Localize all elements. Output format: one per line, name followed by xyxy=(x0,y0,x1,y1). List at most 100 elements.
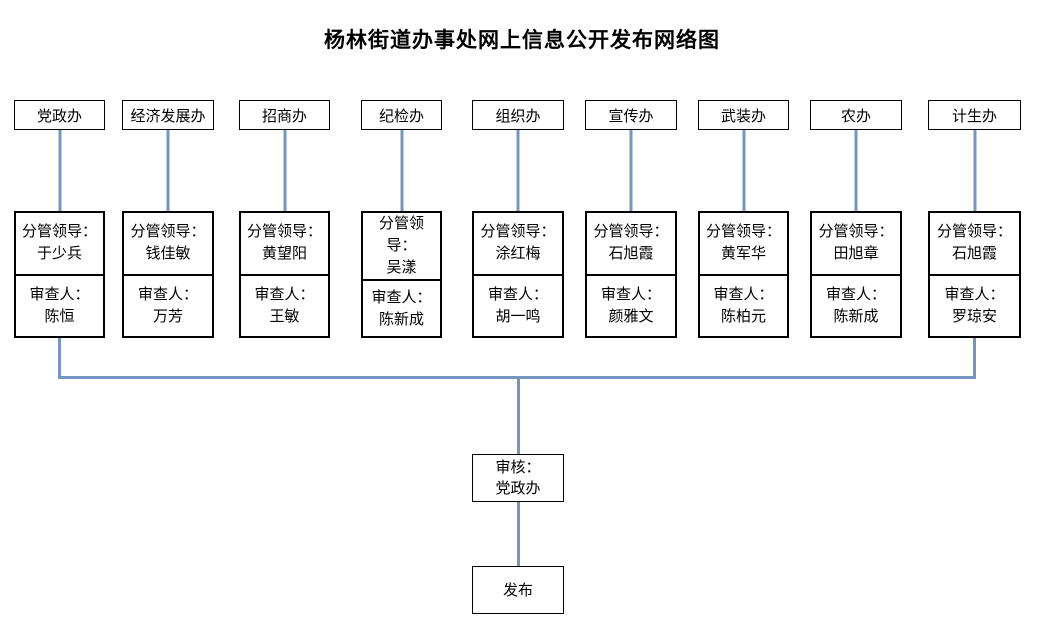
reviewer-name: 陈新成 xyxy=(833,307,879,325)
leader-reviewer-box: 分管领导： 于少兵 审查人： 陈恒 xyxy=(14,211,105,338)
leader-name: 石旭霞 xyxy=(608,245,654,263)
department-box: 宣传办 xyxy=(585,100,677,130)
department-column: 农办 分管领导： 田旭章 审查人： 陈新成 xyxy=(810,100,902,338)
department-box: 组织办 xyxy=(472,100,564,130)
reviewer-label: 审查人： xyxy=(254,285,315,303)
leader-reviewer-box: 分管领导： 钱佳敏 审查人： 万芳 xyxy=(122,211,214,338)
leader-cell: 分管领导： 于少兵 xyxy=(16,213,103,276)
connector-line xyxy=(742,130,745,211)
department-name: 纪检办 xyxy=(378,107,424,125)
connector-line xyxy=(58,130,61,211)
leader-label: 分管领导： xyxy=(21,223,97,241)
connector-line-publish-drop xyxy=(516,502,520,566)
reviewer-name: 颜雅文 xyxy=(608,307,654,325)
reviewer-cell: 审查人： 王敏 xyxy=(241,276,328,337)
connector-line-right-stub xyxy=(973,338,976,378)
reviewer-cell: 审查人： 陈新成 xyxy=(812,276,900,337)
reviewer-cell: 审查人： 胡一鸣 xyxy=(474,276,562,337)
review-box: 审核： 党政办 xyxy=(472,454,564,502)
department-name: 经济发展办 xyxy=(130,107,206,125)
connector-line xyxy=(854,130,858,211)
reviewer-name: 陈恒 xyxy=(44,307,75,325)
leader-label: 分管领导： xyxy=(378,215,424,254)
leader-cell: 分管领导： 涂红梅 xyxy=(474,213,562,276)
connector-line-left-stub xyxy=(58,338,61,378)
leader-cell: 分管领导： 吴漾 xyxy=(363,213,440,281)
leader-name: 石旭霞 xyxy=(951,245,997,263)
department-name: 宣传办 xyxy=(608,107,654,125)
review-label: 审核： xyxy=(495,459,541,476)
department-box: 经济发展办 xyxy=(122,100,214,130)
leader-name: 黄军华 xyxy=(720,245,766,263)
department-box: 党政办 xyxy=(14,100,105,130)
connector-line xyxy=(516,130,520,211)
leader-cell: 分管领导： 田旭章 xyxy=(812,213,900,276)
reviewer-name: 胡一鸣 xyxy=(495,307,541,325)
leader-reviewer-box: 分管领导： 石旭霞 审查人： 罗琼安 xyxy=(928,211,1021,338)
department-box: 计生办 xyxy=(928,100,1021,130)
leader-label: 分管领导： xyxy=(593,223,669,241)
publish-label: 发布 xyxy=(502,581,533,599)
reviewer-cell: 审查人： 陈恒 xyxy=(16,276,103,337)
reviewer-name: 罗琼安 xyxy=(951,307,997,325)
reviewer-label: 审查人： xyxy=(487,285,548,303)
connector-line xyxy=(400,130,403,211)
department-column: 经济发展办 分管领导： 钱佳敏 审查人： 万芳 xyxy=(122,100,214,338)
leader-name: 黄望阳 xyxy=(261,245,307,263)
leader-reviewer-box: 分管领导： 田旭章 审查人： 陈新成 xyxy=(810,211,902,338)
leader-reviewer-box: 分管领导： 黄望阳 审查人： 王敏 xyxy=(239,211,330,338)
connector-line xyxy=(166,130,170,211)
leader-reviewer-box: 分管领导： 吴漾 审查人： 陈新成 xyxy=(361,211,442,338)
connector-line xyxy=(283,130,286,211)
leader-name: 涂红梅 xyxy=(495,245,541,263)
reviewer-cell: 审查人： 陈新成 xyxy=(363,281,440,336)
department-box: 农办 xyxy=(810,100,902,130)
leader-name: 钱佳敏 xyxy=(145,245,191,263)
reviewer-label: 审查人： xyxy=(137,285,198,303)
leader-cell: 分管领导： 黄军华 xyxy=(700,213,787,276)
leader-label: 分管领导： xyxy=(480,223,556,241)
department-name: 招商办 xyxy=(261,107,307,125)
department-column: 招商办 分管领导： 黄望阳 审查人： 王敏 xyxy=(239,100,330,338)
review-value: 党政办 xyxy=(495,480,541,497)
reviewer-label: 审查人： xyxy=(825,285,886,303)
leader-cell: 分管领导： 石旭霞 xyxy=(587,213,675,276)
leader-label: 分管领导： xyxy=(130,223,206,241)
department-name: 组织办 xyxy=(495,107,541,125)
reviewer-name: 陈新成 xyxy=(378,310,424,328)
department-box: 招商办 xyxy=(239,100,330,130)
leader-label: 分管领导： xyxy=(705,223,781,241)
reviewer-label: 审查人： xyxy=(713,285,774,303)
leader-reviewer-box: 分管领导： 石旭霞 审查人： 颜雅文 xyxy=(585,211,677,338)
connector-line xyxy=(629,130,633,211)
department-box: 纪检办 xyxy=(361,100,442,130)
department-column: 武装办 分管领导： 黄军华 审查人： 陈柏元 xyxy=(698,100,789,338)
department-name: 农办 xyxy=(840,107,871,125)
reviewer-label: 审查人： xyxy=(29,285,90,303)
connector-line-bus xyxy=(58,376,976,379)
department-column: 党政办 分管领导： 于少兵 审查人： 陈恒 xyxy=(14,100,105,338)
leader-cell: 分管领导： 黄望阳 xyxy=(241,213,328,276)
department-name: 计生办 xyxy=(951,107,997,125)
connector-line-review-drop xyxy=(516,379,520,454)
department-column: 计生办 分管领导： 石旭霞 审查人： 罗琼安 xyxy=(928,100,1021,338)
leader-cell: 分管领导： 钱佳敏 xyxy=(124,213,212,276)
reviewer-name: 陈柏元 xyxy=(720,307,766,325)
department-column: 组织办 分管领导： 涂红梅 审查人： 胡一鸣 xyxy=(472,100,564,338)
publish-box: 发布 xyxy=(472,566,564,614)
leader-name: 田旭章 xyxy=(833,245,879,263)
leader-label: 分管领导： xyxy=(936,223,1012,241)
department-name: 党政办 xyxy=(36,107,82,125)
leader-reviewer-box: 分管领导： 黄军华 审查人： 陈柏元 xyxy=(698,211,789,338)
reviewer-cell: 审查人： 颜雅文 xyxy=(587,276,675,337)
reviewer-name: 万芳 xyxy=(152,307,183,325)
leader-label: 分管领导： xyxy=(246,223,322,241)
reviewer-cell: 审查人： 罗琼安 xyxy=(930,276,1019,337)
department-box: 武装办 xyxy=(698,100,789,130)
leader-name: 于少兵 xyxy=(36,245,82,263)
reviewer-cell: 审查人： 万芳 xyxy=(124,276,212,337)
reviewer-label: 审查人： xyxy=(944,285,1005,303)
leader-name: 吴漾 xyxy=(386,259,417,276)
reviewer-name: 王敏 xyxy=(269,307,300,325)
department-name: 武装办 xyxy=(720,107,766,125)
